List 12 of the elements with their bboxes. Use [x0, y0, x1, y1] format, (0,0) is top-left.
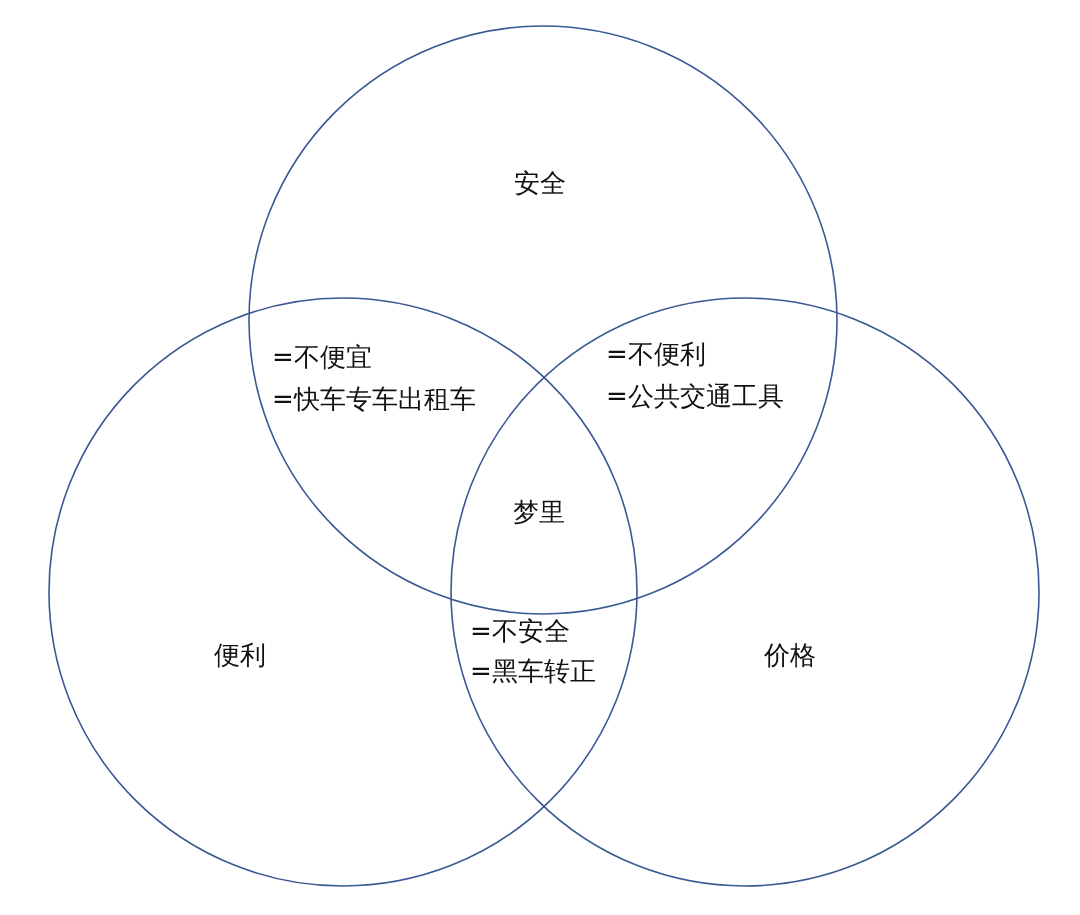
overlap-label: =不便利	[606, 341, 706, 367]
overlap-label: =不安全	[470, 618, 570, 644]
overlap-label: =公共交通工具	[606, 383, 784, 409]
circle-label: 便利	[214, 638, 266, 672]
circle-label: 价格	[764, 638, 816, 672]
center-label: 梦里	[513, 499, 565, 525]
venn-circle	[450, 297, 1040, 887]
venn-circle	[248, 25, 838, 615]
overlap-label: =黑车转正	[470, 658, 596, 684]
overlap-label: =不便宜	[272, 344, 372, 370]
overlap-label: =快车专车出租车	[272, 386, 476, 412]
circle-label: 安全	[514, 166, 566, 200]
